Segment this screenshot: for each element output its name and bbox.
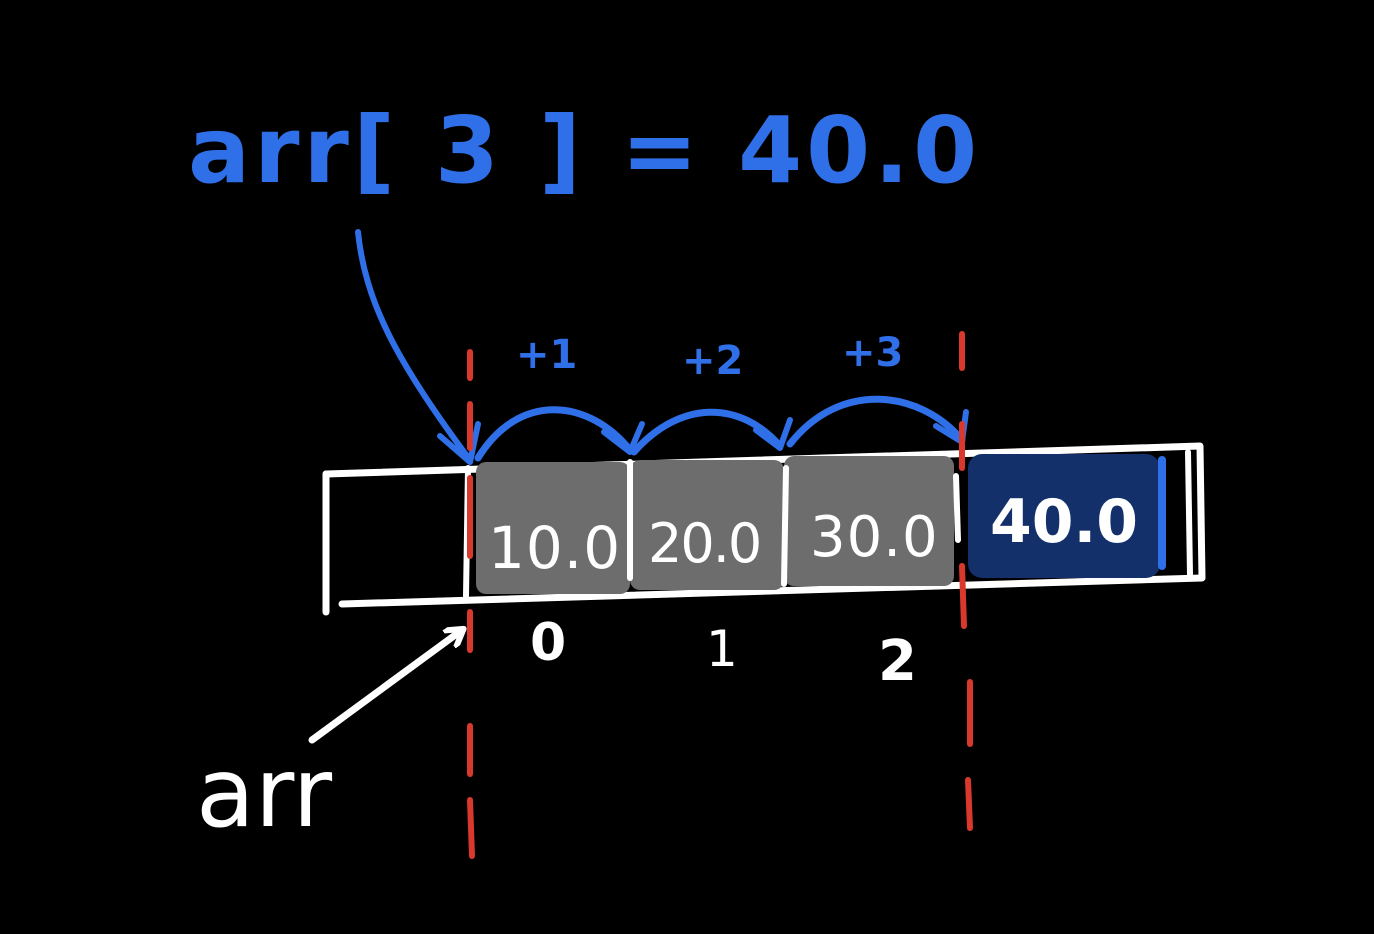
offset-arc-3: [786, 395, 966, 448]
expression-label: arr[ 3 ] = 40.0: [188, 97, 981, 204]
cell-1-value: 20.0: [648, 512, 760, 575]
expression-arrowhead-icon: [437, 421, 481, 465]
offset-label-3: +3: [842, 330, 903, 376]
cell-3-fill-highlight: [968, 454, 1160, 578]
cell-divider-3: [953, 473, 961, 543]
cell-0-value: 10.0: [488, 514, 621, 582]
cell-2-fill: [784, 456, 954, 586]
arr-pointer-arrow: [308, 630, 462, 744]
offset-arc-2: [630, 408, 784, 456]
end-boundary-marker: [959, 331, 973, 831]
array-frame-right-inner: [1185, 449, 1193, 578]
cell-1-fill: [630, 460, 784, 590]
offset-arc-1: [474, 406, 634, 462]
offset-label-2: +2: [682, 338, 743, 384]
arr-pointer-label: arr: [196, 737, 333, 849]
offset-arc-2-arrowhead-icon: [753, 417, 793, 451]
cell-3-value: 40.0: [990, 487, 1138, 557]
start-boundary-marker: [467, 349, 475, 859]
cell-0-fill: [476, 462, 630, 594]
offset-label-1: +1: [516, 332, 577, 378]
index-label-1: 1: [706, 620, 738, 678]
offset-arc-1-arrowhead-icon: [601, 421, 645, 455]
expression-to-start-arrow: [355, 229, 473, 463]
cell-divider-2: [781, 465, 789, 587]
cell-2-value: 30.0: [810, 505, 939, 570]
index-label-2: 2: [878, 629, 917, 694]
index-label-0: 0: [530, 613, 566, 673]
